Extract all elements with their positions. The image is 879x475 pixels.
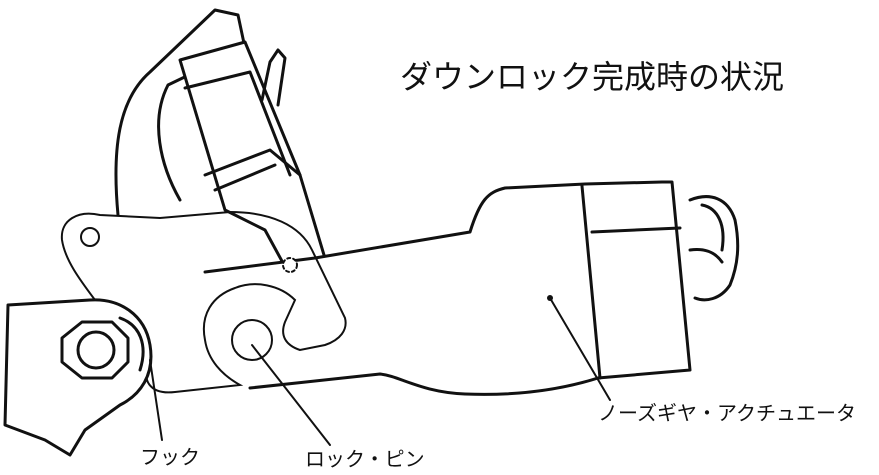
lock-pin-label: ロック・ピン xyxy=(305,447,425,471)
left-mount xyxy=(3,298,153,457)
lock-pin xyxy=(231,319,273,361)
diagram-title: ダウンロック完成時の状況 xyxy=(400,58,784,96)
actuator-body xyxy=(203,180,740,396)
hook-part xyxy=(60,210,347,394)
actuator-label: ノーズギヤ・アクチュエータ xyxy=(598,401,856,425)
leader-lines xyxy=(149,295,611,446)
hook-label: フック xyxy=(140,445,200,469)
